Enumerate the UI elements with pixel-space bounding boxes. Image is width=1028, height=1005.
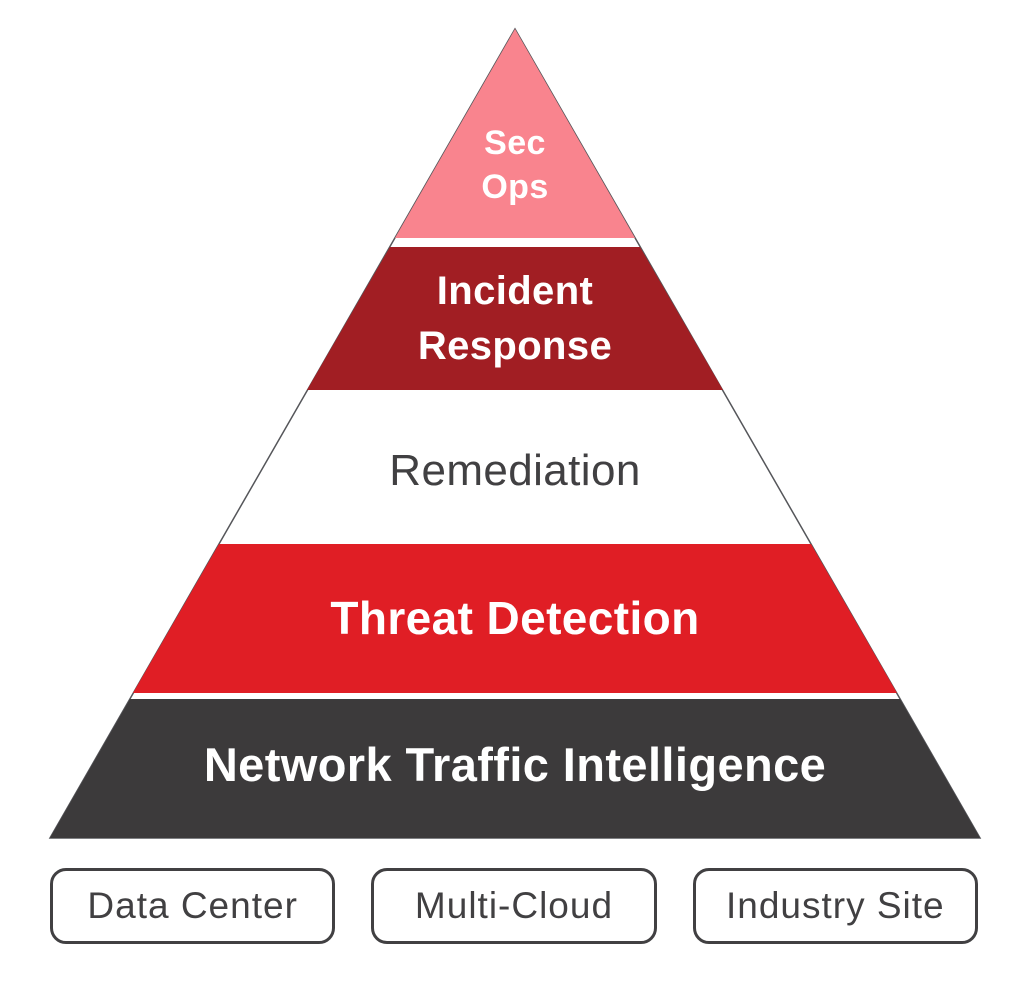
deployment-box-multi-cloud: Multi-Cloud <box>371 868 657 944</box>
pyramid-layer-remediation <box>225 394 805 541</box>
deployment-box-data-center: Data Center <box>50 868 336 944</box>
label-sec-ops: Sec Ops <box>481 121 548 209</box>
label-sec-ops-line1: Sec <box>484 124 546 162</box>
pyramid-layer-incident-response <box>307 247 723 390</box>
label-remediation: Remediation <box>389 446 641 495</box>
deployment-boxes-row: Data Center Multi-Cloud Industry Site <box>50 868 978 944</box>
label-incident-response: Incident Response <box>418 264 612 374</box>
pyramid-layer-sec-ops <box>395 29 635 238</box>
pyramid-layer-threat-detection <box>133 544 897 693</box>
deployment-box-industry-site: Industry Site <box>692 868 978 944</box>
label-threat-detection: Threat Detection <box>330 592 700 644</box>
label-incident-line2: Response <box>417 324 613 368</box>
label-sec-ops-line2: Ops <box>481 168 549 206</box>
label-network-traffic-intelligence: Network Traffic Intelligence <box>203 738 827 791</box>
pyramid-layer-network-traffic-intelligence <box>50 699 980 838</box>
label-incident-line1: Incident <box>436 269 594 313</box>
